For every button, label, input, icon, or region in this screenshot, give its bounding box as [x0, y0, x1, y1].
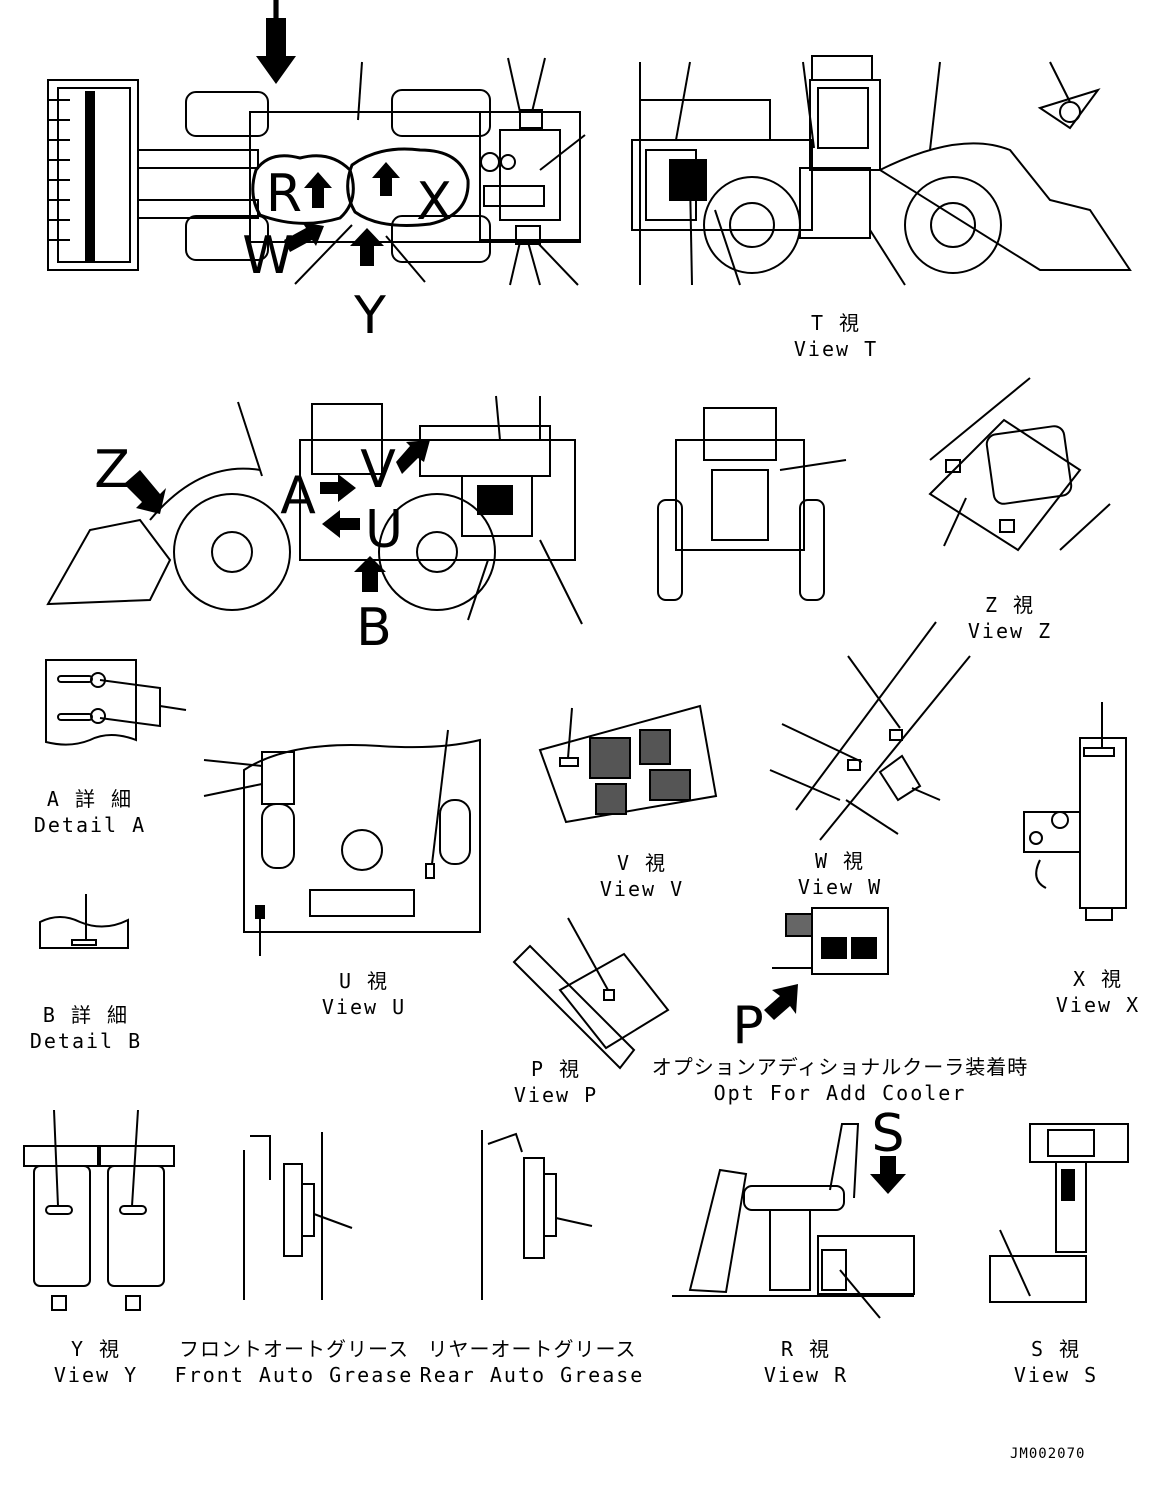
- caption-view-t-en: View T: [793, 337, 879, 361]
- caption-detail-a: A 詳 細 Detail A: [34, 786, 146, 838]
- caption-view-w-jp: W 視: [814, 849, 866, 873]
- view-w-drawing: [769, 621, 971, 841]
- caption-view-y-jp: Y 視: [70, 1337, 122, 1361]
- caption-view-v-jp: V 視: [616, 851, 668, 875]
- caption-view-x-en: View X: [1055, 993, 1141, 1017]
- caption-opt-cooler-en: Opt For Add Cooler: [713, 1081, 967, 1105]
- caption-view-r: R 視 View R: [764, 1336, 848, 1388]
- view-s-drawing: [989, 1123, 1129, 1303]
- caption-view-w: W 視 View W: [798, 848, 882, 900]
- caption-detail-b-en: Detail B: [29, 1029, 143, 1053]
- side-view-drawing: [46, 395, 583, 625]
- marker-z: Z: [94, 440, 130, 500]
- caption-view-z-jp: Z 視: [984, 593, 1036, 617]
- arrow-icons-top: [256, 18, 400, 266]
- arrow-icon-s: [870, 1156, 906, 1194]
- caption-view-s: S 視 View S: [1014, 1336, 1098, 1388]
- view-y-drawing: [23, 1109, 175, 1311]
- caption-view-s-jp: S 視: [1030, 1337, 1082, 1361]
- marker-a: A: [280, 466, 316, 526]
- caption-detail-a-jp: A 詳 細: [46, 787, 134, 811]
- caption-view-u-en: View U: [321, 995, 407, 1019]
- caption-opt-cooler: オプションアディショナルクーラ装着時 Opt For Add Cooler: [652, 1054, 1029, 1106]
- caption-view-t-jp: T 視: [810, 311, 862, 335]
- caption-view-v-en: View V: [599, 877, 685, 901]
- caption-view-x: X 視 View X: [1056, 966, 1140, 1018]
- cooler-drawing: [772, 907, 889, 975]
- view-p-drawing: [512, 917, 670, 1070]
- view-z-drawing: [928, 377, 1111, 552]
- rear-grease-drawing: [481, 1130, 593, 1300]
- caption-view-z-en: View Z: [967, 619, 1053, 643]
- front-view-drawing: [657, 407, 847, 601]
- caption-view-w-en: View W: [797, 875, 883, 899]
- caption-view-p-en: View P: [513, 1083, 599, 1107]
- caption-view-p-jp: P 視: [530, 1057, 582, 1081]
- caption-view-u-jp: U 視: [338, 969, 390, 993]
- caption-view-y-en: View Y: [53, 1363, 139, 1387]
- detail-b-drawing: [39, 894, 129, 949]
- caption-view-p: P 視 View P: [514, 1056, 598, 1108]
- detail-a-drawing: [45, 659, 187, 746]
- marker-w: W: [242, 226, 294, 286]
- caption-view-z: Z 視 View Z: [968, 592, 1052, 644]
- caption-view-t: T 視 View T: [794, 310, 878, 362]
- caption-detail-b-jp: B 詳 細: [42, 1003, 130, 1027]
- marker-t: T: [260, 0, 292, 38]
- arrow-icons-side: [124, 440, 430, 592]
- caption-detail-b: B 詳 細 Detail B: [30, 1002, 142, 1054]
- caption-view-y: Y 視 View Y: [54, 1336, 138, 1388]
- marker-y: Y: [354, 286, 386, 346]
- marker-p: P: [732, 996, 764, 1056]
- caption-view-v: V 視 View V: [600, 850, 684, 902]
- caption-rear-grease-jp: リヤーオートグリース: [427, 1337, 637, 1361]
- marker-b: B: [356, 598, 392, 658]
- marker-v: V: [360, 440, 396, 500]
- caption-detail-a-en: Detail A: [33, 813, 147, 837]
- caption-view-u: U 視 View U: [322, 968, 406, 1020]
- view-r-drawing: [672, 1123, 915, 1319]
- view-x-drawing: [1023, 702, 1127, 921]
- view-v-drawing: [538, 704, 718, 824]
- caption-rear-grease-en: Rear Auto Grease: [419, 1363, 645, 1387]
- front-grease-drawing: [243, 1132, 353, 1300]
- marker-s: S: [871, 1104, 905, 1164]
- top-view-drawing: [47, 57, 586, 286]
- caption-rear-grease: リヤーオートグリース Rear Auto Grease: [420, 1336, 645, 1388]
- caption-view-x-jp: X 視: [1072, 967, 1124, 991]
- view-u-drawing: [203, 729, 481, 956]
- view-t-drawing: [631, 55, 1132, 286]
- arrow-icon-p: [764, 984, 798, 1020]
- caption-opt-cooler-jp: オプションアディショナルクーラ装着時: [651, 1055, 1029, 1079]
- caption-front-grease-jp: フロントオートグリース: [178, 1337, 409, 1361]
- caption-front-grease-en: Front Auto Grease: [174, 1363, 414, 1387]
- caption-front-grease: フロントオートグリース Front Auto Grease: [175, 1336, 414, 1388]
- caption-view-r-en: View R: [763, 1363, 849, 1387]
- marker-r: R: [265, 164, 303, 224]
- drawing-code: JM002070: [1010, 1446, 1086, 1462]
- caption-view-r-jp: R 視: [780, 1337, 832, 1361]
- marker-x: X: [416, 172, 452, 232]
- caption-view-s-en: View S: [1013, 1363, 1099, 1387]
- marker-u: U: [364, 500, 404, 560]
